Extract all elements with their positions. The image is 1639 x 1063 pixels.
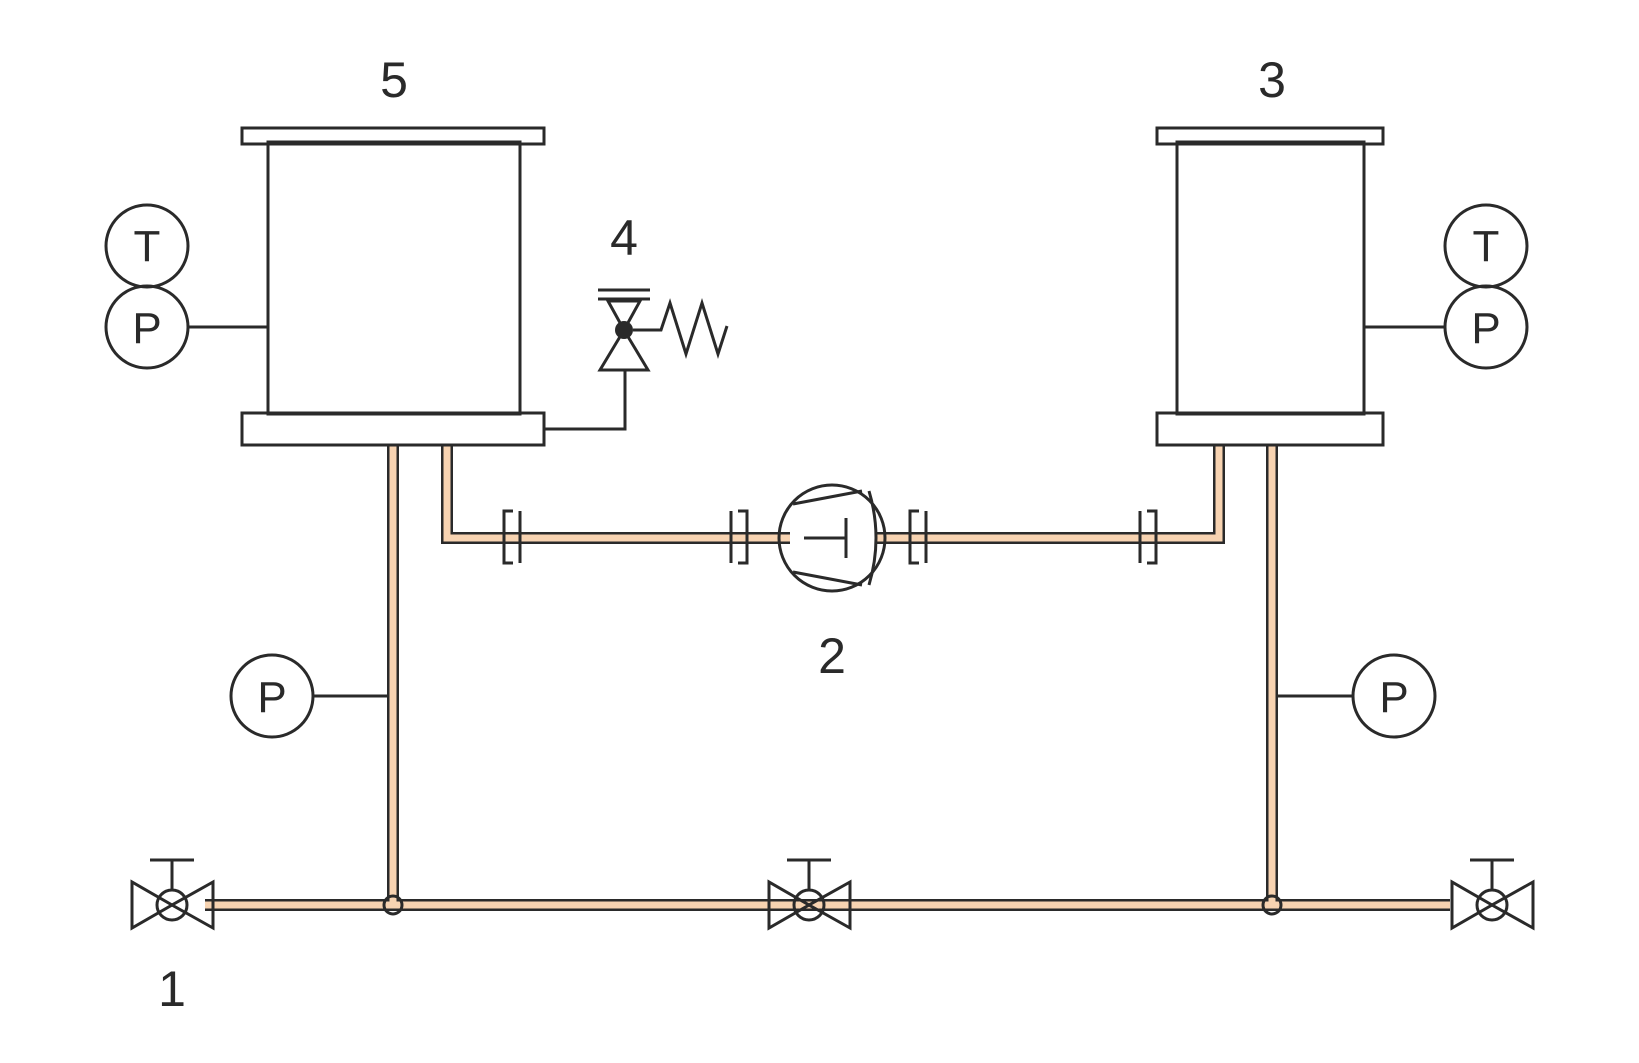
centrifugal-pump-icon: [777, 483, 887, 593]
gate-valve-right: [1450, 858, 1535, 931]
tank-5-body: [266, 140, 522, 416]
tank-3-bottom-flange: [1155, 411, 1385, 447]
tank-5-bottom-flange: [240, 411, 546, 447]
spring-safety-valve-icon: [544, 288, 729, 431]
left-pressure-gauge-label: P: [132, 304, 161, 353]
gate-valve-left: [130, 858, 215, 931]
left-junction-node: [382, 894, 404, 916]
left-line-pressure-gauge: [229, 653, 315, 739]
left-pressure-gauge: [104, 284, 190, 370]
left-temperature-gauge-label: T: [134, 222, 161, 271]
right-line-pressure-gauge: [1351, 653, 1437, 739]
flange-4: [1138, 509, 1158, 565]
gate-valve-center: [767, 858, 852, 931]
right-line-pressure-label: P: [1379, 673, 1408, 722]
pipework: [205, 445, 1450, 916]
tank-5-top-flange: [240, 126, 546, 146]
pump-2-label: 2: [818, 628, 846, 684]
right-temperature-gauge-label: T: [1473, 222, 1500, 271]
right-pressure-gauge-label: P: [1471, 304, 1500, 353]
line-pressure-gauges: P P: [229, 653, 1437, 739]
flange-3: [908, 509, 928, 565]
tank-3-label: 3: [1258, 52, 1286, 108]
right-tank-gauges: T P: [1364, 203, 1529, 370]
flange-2: [729, 509, 749, 565]
tank-5: [240, 126, 546, 447]
valve-1-label: 1: [158, 961, 186, 1017]
tank-3: [1155, 126, 1385, 447]
tank-3-top-flange: [1155, 126, 1385, 146]
pump-loop-left-pipe: [441, 445, 790, 544]
flange-1: [502, 509, 522, 565]
safety-valve-4-label: 4: [610, 210, 638, 266]
right-junction-node: [1261, 894, 1283, 916]
right-pressure-gauge: [1443, 284, 1529, 370]
tank-3-body: [1175, 140, 1366, 416]
left-tank-gauges: T P: [104, 203, 268, 370]
tank-5-label: 5: [380, 52, 408, 108]
left-line-pressure-label: P: [257, 673, 286, 722]
pipe-flanges: [502, 509, 1158, 565]
